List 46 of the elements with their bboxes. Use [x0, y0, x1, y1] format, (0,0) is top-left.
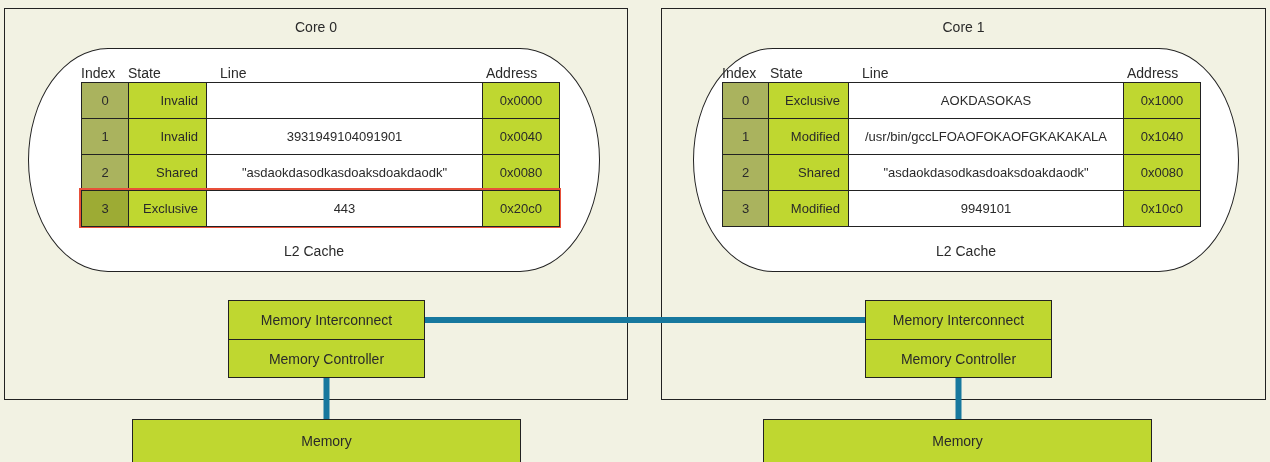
connector-line: [955, 378, 962, 419]
core-title: Core 0: [294, 19, 338, 35]
controller-box: Memory Controller: [865, 339, 1052, 378]
table-cell: 0x10c0: [1123, 190, 1201, 227]
table-cell: 0x1000: [1123, 82, 1201, 119]
memory-box: Memory: [132, 419, 521, 462]
table-cell: Exclusive: [768, 82, 849, 119]
table-cell: 0x0040: [482, 118, 560, 155]
table-cell: Modified: [768, 190, 849, 227]
controller-box: Memory Interconnect: [228, 300, 425, 340]
table-cell: 0x20c0: [482, 190, 560, 227]
cache-title: L2 Cache: [935, 243, 997, 259]
column-header: State: [770, 65, 803, 81]
column-header: State: [128, 65, 161, 81]
table-cell: 0x0000: [482, 82, 560, 119]
table-cell: 0: [81, 82, 129, 119]
connector-line: [323, 378, 330, 419]
controller-box: Memory Controller: [228, 339, 425, 378]
table-cell: Modified: [768, 118, 849, 155]
controller-box: Memory Interconnect: [865, 300, 1052, 340]
column-header: Address: [486, 65, 538, 81]
table-cell: 443: [206, 190, 483, 227]
column-header: Index: [81, 65, 116, 81]
connector-line: [425, 317, 865, 323]
column-header: Address: [1127, 65, 1179, 81]
table-cell: 0: [722, 82, 769, 119]
table-cell: 1: [81, 118, 129, 155]
column-header: Line: [862, 65, 889, 81]
core-title: Core 1: [941, 19, 986, 35]
table-cell: Invalid: [128, 82, 207, 119]
cache-title: L2 Cache: [283, 243, 345, 259]
column-header: Line: [220, 65, 247, 81]
core-panel: [661, 8, 1266, 400]
column-header: Index: [722, 65, 757, 81]
table-cell: 0x1040: [1123, 118, 1201, 155]
table-cell: Exclusive: [128, 190, 207, 227]
table-cell: 1: [722, 118, 769, 155]
table-cell: Invalid: [128, 118, 207, 155]
table-cell: 3: [81, 190, 129, 227]
memory-box: Memory: [763, 419, 1152, 462]
table-cell: 0x0080: [1123, 154, 1201, 191]
table-cell: Shared: [768, 154, 849, 191]
highlight-frame: [79, 188, 561, 228]
core-panel: [4, 8, 628, 400]
table-cell: 3: [722, 190, 769, 227]
table-cell: 2: [722, 154, 769, 191]
